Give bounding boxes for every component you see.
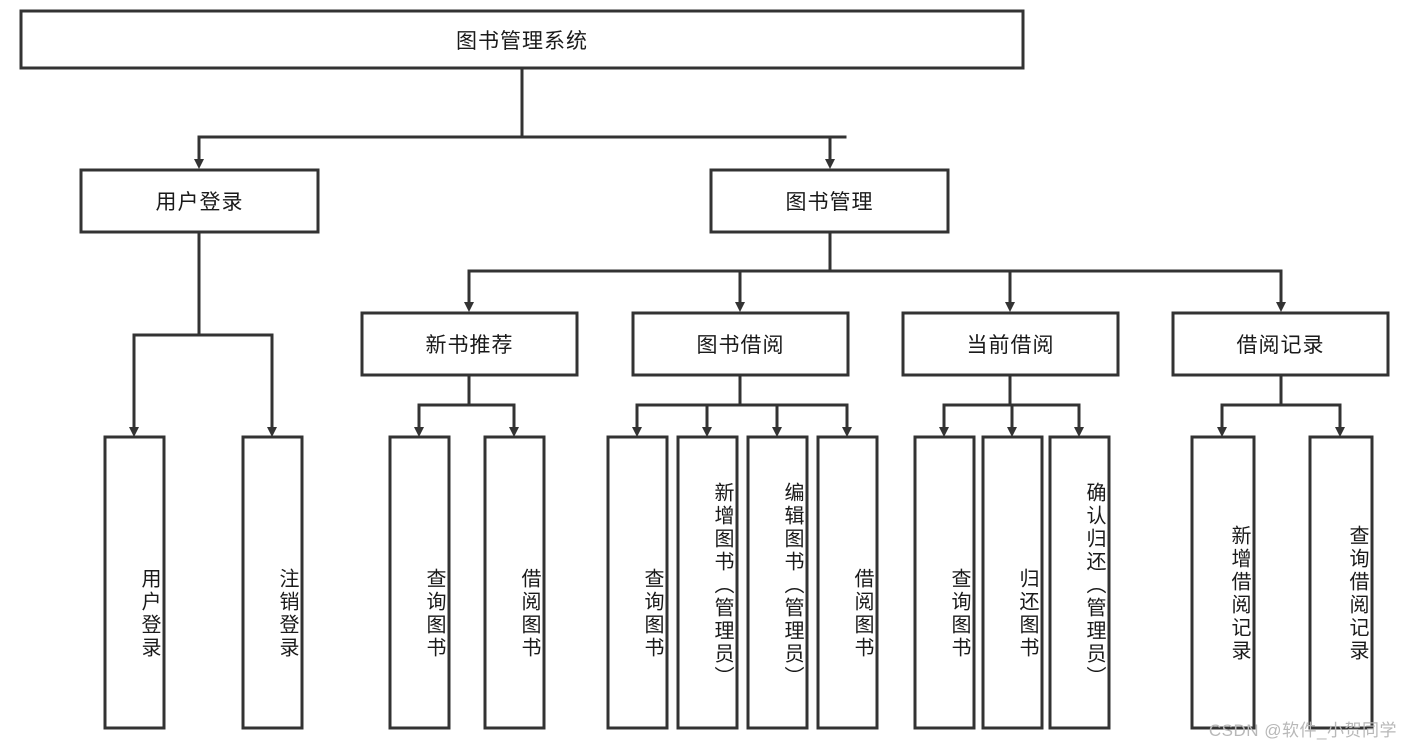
connector-root-to-level2: [194, 66, 847, 169]
node-box-leaf[interactable]: [816, 435, 879, 730]
node-box-book-mgmt[interactable]: [709, 168, 950, 234]
node-box-leaf[interactable]: [388, 435, 451, 730]
connector-newbook-to-leaves: [414, 373, 519, 437]
node-box-book-borrow[interactable]: [631, 311, 850, 377]
node-box-leaf[interactable]: [1048, 435, 1111, 730]
connector-borrowrecord-to-leaves: [1217, 373, 1345, 437]
connector-userlogin-to-leaves: [129, 230, 277, 437]
node-box-current-borrow[interactable]: [901, 311, 1120, 377]
node-box-root[interactable]: [19, 9, 1025, 70]
node-box-leaf[interactable]: [1308, 435, 1374, 730]
node-box-borrow-record[interactable]: [1171, 311, 1390, 377]
node-box-leaf[interactable]: [103, 435, 166, 730]
node-box-new-book[interactable]: [360, 311, 579, 377]
connector-currentborrow-to-leaves: [939, 373, 1084, 437]
node-box-leaf[interactable]: [746, 435, 809, 730]
connector-bookmgmt-to-level3: [464, 230, 1286, 312]
node-box-leaf[interactable]: [483, 435, 546, 730]
node-box-leaf[interactable]: [1190, 435, 1256, 730]
node-box-user-login[interactable]: [79, 168, 320, 234]
connector-bookborrow-to-leaves: [632, 373, 852, 437]
node-box-leaf[interactable]: [606, 435, 669, 730]
node-box-leaf[interactable]: [676, 435, 739, 730]
node-box-leaf[interactable]: [241, 435, 304, 730]
node-box-leaf[interactable]: [913, 435, 976, 730]
node-box-leaf[interactable]: [981, 435, 1044, 730]
